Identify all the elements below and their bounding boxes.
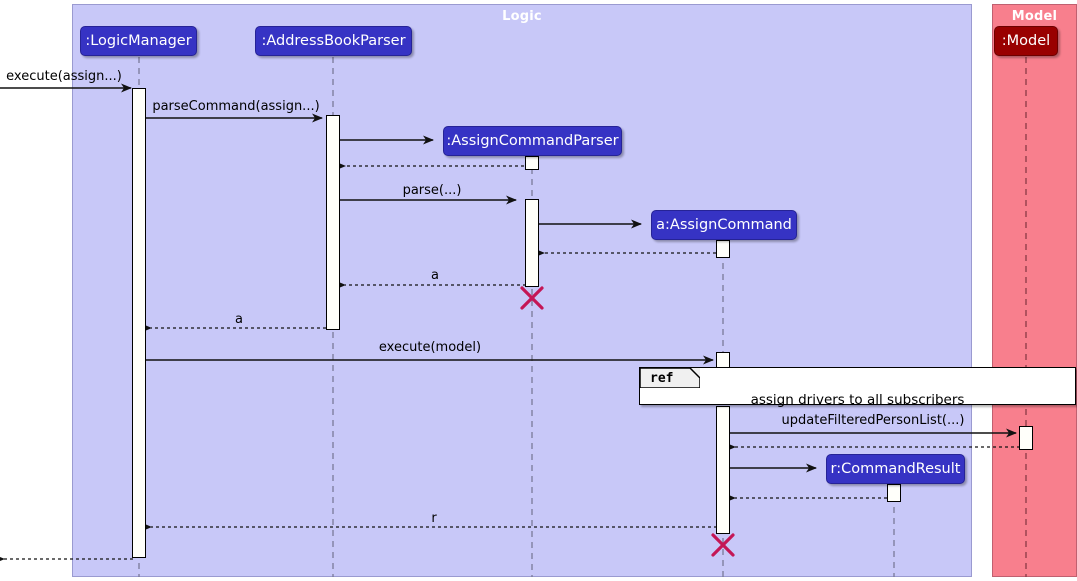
- package-logic: Logic: [72, 4, 972, 577]
- ref-fragment-operator: ref: [650, 371, 674, 386]
- participant-logicmanager[interactable]: :LogicManager: [80, 26, 197, 56]
- participant-assigncommand[interactable]: a:AssignCommand: [651, 210, 797, 240]
- participant-commandresult-label: r:CommandResult: [830, 460, 961, 477]
- participant-assigncommandparser[interactable]: :AssignCommandParser: [443, 126, 622, 156]
- activation-addressbookparser: [326, 115, 340, 330]
- participant-addressbookparser[interactable]: :AddressBookParser: [255, 26, 412, 56]
- message-label-updatefilteredpersonlist: updateFilteredPersonList(...): [781, 413, 965, 428]
- activation-commandresult: [887, 484, 901, 502]
- activation-assigncommandparser-create: [525, 156, 539, 170]
- message-label-return-a-parser: a: [431, 268, 439, 283]
- message-label-parse: parse(...): [402, 183, 462, 198]
- ref-fragment-body: assign drivers to all subscribers: [750, 392, 965, 408]
- message-label-return-r: r: [431, 511, 437, 526]
- participant-assigncommandparser-label: :AssignCommandParser: [446, 132, 619, 149]
- activation-model: [1019, 426, 1033, 450]
- activation-assigncommand-execute: [716, 406, 730, 534]
- destroy-marker-assigncommandparser: [520, 286, 544, 310]
- participant-logicmanager-label: :LogicManager: [85, 32, 192, 49]
- participant-commandresult[interactable]: r:CommandResult: [826, 454, 965, 484]
- destroy-marker-assigncommand: [711, 533, 735, 557]
- activation-logicmanager: [132, 88, 146, 558]
- participant-assigncommand-label: a:AssignCommand: [656, 216, 792, 233]
- activation-assigncommandparser: [525, 199, 539, 287]
- activation-assigncommand-create: [716, 240, 730, 258]
- participant-model[interactable]: :Model: [994, 26, 1058, 56]
- message-label-execute-model: execute(model): [378, 340, 482, 355]
- ref-fragment: ref assign drivers to all subscribers: [639, 367, 1076, 408]
- ref-fragment-tab: [640, 368, 700, 388]
- message-label-return-a-logic: a: [235, 312, 243, 327]
- activation-assigncommand-execute-top: [716, 352, 730, 368]
- participant-addressbookparser-label: :AddressBookParser: [261, 32, 406, 49]
- participant-model-label: :Model: [1001, 32, 1051, 49]
- message-label-parsecommand: parseCommand(assign...): [152, 99, 320, 114]
- message-label-execute: execute(assign...): [6, 69, 122, 84]
